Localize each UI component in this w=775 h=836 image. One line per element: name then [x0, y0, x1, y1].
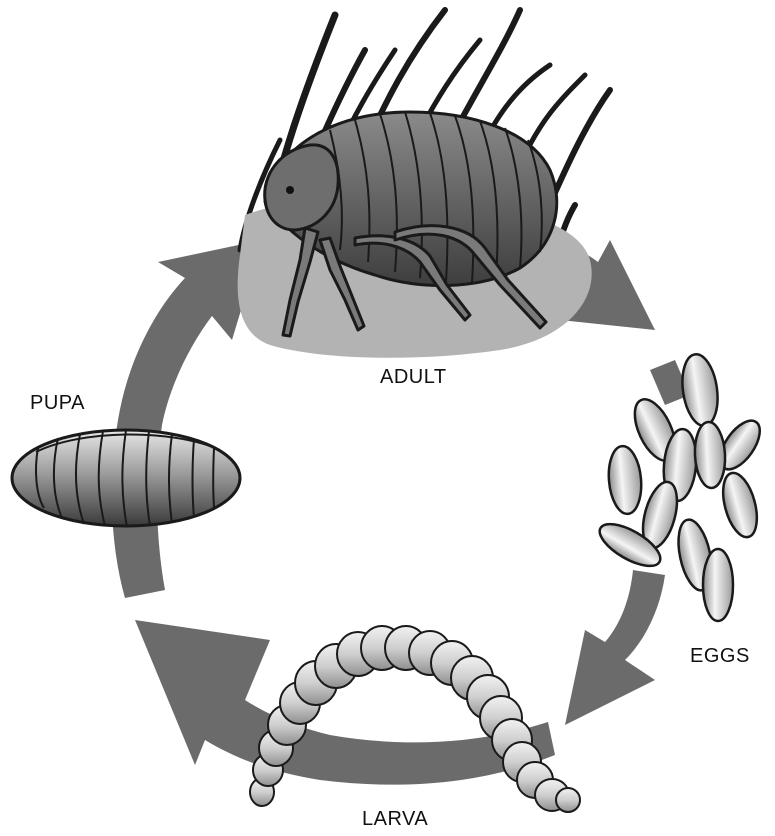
label-pupa: PUPA	[30, 392, 85, 415]
pupa	[12, 430, 240, 527]
flea-eye	[286, 186, 294, 194]
larva-segment	[556, 788, 580, 812]
label-adult: ADULT	[380, 366, 447, 389]
egg	[703, 549, 733, 621]
egg	[717, 469, 763, 541]
label-larva: LARVA	[362, 808, 428, 831]
egg	[606, 445, 644, 516]
label-eggs: EGGS	[690, 645, 750, 668]
egg	[678, 352, 722, 428]
arrow-eggs-to-larva	[565, 570, 665, 725]
adult-flea	[238, 10, 610, 358]
egg	[693, 421, 726, 488]
